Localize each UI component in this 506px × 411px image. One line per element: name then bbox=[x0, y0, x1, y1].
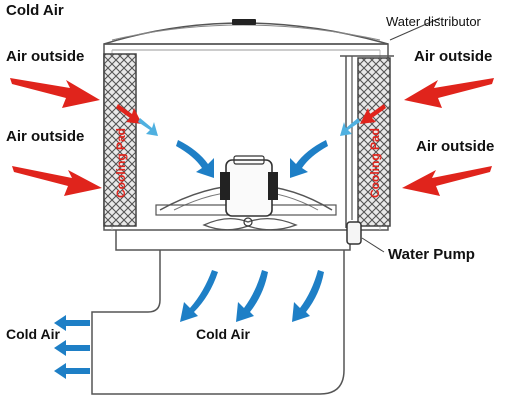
pad-exit-arrow-left bbox=[138, 118, 158, 136]
label-cold-air-center: Cold Air bbox=[196, 326, 250, 342]
cold-air-exit-arrow-3 bbox=[54, 363, 90, 379]
pad-exit-arrow-right bbox=[340, 118, 360, 136]
water-tank bbox=[115, 230, 351, 251]
pad-entry-arrow-right bbox=[360, 104, 386, 124]
cold-air-arrow-duct-3 bbox=[292, 270, 324, 322]
cold-air-arrow-to-fan-right bbox=[290, 140, 328, 178]
label-water-pump: Water Pump bbox=[388, 246, 475, 263]
lid-knob bbox=[232, 19, 256, 25]
fan-blades bbox=[202, 218, 298, 231]
label-cooling-pad-right: Cooling Pad bbox=[368, 128, 382, 198]
cooling-pad-left bbox=[103, 53, 137, 227]
air-duct bbox=[91, 250, 345, 395]
outside-air-arrow-right-top bbox=[404, 78, 494, 108]
fan-motor bbox=[225, 159, 273, 217]
cold-air-exit-arrow-2 bbox=[54, 340, 90, 356]
label-air-outside-left-2: Air outside bbox=[6, 128, 85, 145]
label-air-outside-right-2: Air outside bbox=[416, 138, 495, 155]
label-air-outside-right-1: Air outside bbox=[414, 48, 493, 65]
label-cooling-pad-left: Cooling Pad bbox=[114, 128, 128, 198]
label-cold-air-top: Cold Air bbox=[6, 2, 64, 19]
water-pump bbox=[346, 221, 362, 245]
cold-air-arrow-duct-1 bbox=[180, 270, 218, 322]
pad-entry-arrow-left bbox=[116, 104, 142, 124]
outside-air-arrow-right-bottom bbox=[402, 166, 492, 196]
label-air-outside-left-1: Air outside bbox=[6, 48, 85, 65]
label-cold-air-left: Cold Air bbox=[6, 326, 60, 342]
label-water-distributor: Water distributor bbox=[386, 14, 481, 29]
cold-air-arrow-duct-2 bbox=[236, 270, 268, 322]
cold-air-arrow-to-fan-left bbox=[176, 140, 214, 178]
cold-air-exit-arrow-1 bbox=[54, 315, 90, 331]
outside-air-arrow-left-bottom bbox=[12, 166, 102, 196]
outside-air-arrow-left-top bbox=[10, 78, 100, 108]
cooling-pad-right bbox=[357, 57, 391, 227]
